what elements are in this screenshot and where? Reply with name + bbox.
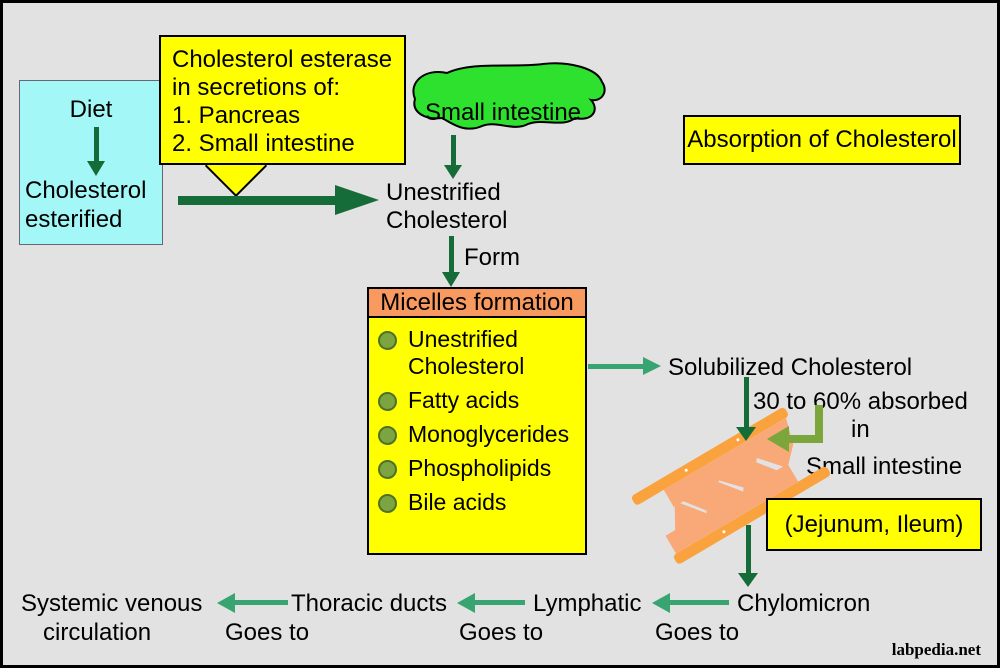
- watermark: labpedia.net: [891, 640, 981, 659]
- arrow-head: [457, 593, 475, 613]
- list-item: Phospholipids: [378, 455, 585, 482]
- absorption-title: Absorption of Cholesterol: [687, 126, 957, 153]
- arrow-head: [767, 426, 789, 452]
- unestrified-line1: Unestrified: [386, 179, 501, 206]
- arrow-shaft: [94, 127, 99, 161]
- arrow-shaft: [746, 525, 751, 573]
- cholesterol-esterase-callout: Cholesterol esterase in secretions of: 1…: [159, 35, 406, 165]
- list-item: Bile acids: [378, 489, 585, 516]
- arrow-head: [736, 427, 756, 441]
- arrow-shaft: [588, 364, 643, 369]
- micelles-header: Micelles formation: [367, 287, 587, 318]
- micelles-list-box: Unestrified Cholesterol Fatty acids Mono…: [367, 316, 587, 555]
- absorbed-in-label: in: [851, 416, 870, 443]
- arrow-shaft: [451, 135, 456, 165]
- bullet-icon: [378, 494, 397, 513]
- arrow-shaft: [235, 600, 288, 605]
- arrow-head: [217, 593, 235, 613]
- blob-shape: [412, 62, 606, 130]
- goes-to-label: Goes to: [459, 619, 544, 646]
- callout-line3: 1. Pancreas: [172, 102, 301, 129]
- small-intestine-location-label: Small intestine: [806, 453, 963, 480]
- micelles-header-label: Micelles formation: [380, 289, 574, 316]
- arrow-shaft: [744, 377, 749, 427]
- arrow-head: [442, 272, 460, 287]
- absorption-title-box: Absorption of Cholesterol: [683, 115, 961, 165]
- goes-to-label: Goes to: [655, 619, 740, 646]
- bullet-icon: [378, 331, 397, 350]
- goes-to-label: Goes to: [225, 619, 310, 646]
- arrow-head: [652, 593, 670, 613]
- list-item: Unestrified Cholesterol: [378, 326, 585, 380]
- diet-title: Diet: [69, 96, 113, 123]
- arrow-head: [335, 185, 379, 215]
- arrow-shaft: [670, 600, 729, 605]
- arrow-head: [87, 161, 105, 176]
- list-item-label: Fatty acids: [408, 387, 520, 413]
- arrow-shaft: [475, 600, 525, 605]
- diet-box: Diet Cholesterol esterified: [19, 80, 163, 245]
- list-item: Fatty acids: [378, 387, 585, 414]
- bullet-icon: [378, 392, 397, 411]
- arrow-shaft: [449, 236, 454, 272]
- arrow-shaft: [789, 435, 819, 443]
- sparkle-dot: [684, 468, 689, 473]
- jejunum-ileum-box: (Jejunum, Ileum): [766, 498, 982, 551]
- systemic-line1: Systemic venous: [21, 590, 203, 617]
- absorbed-label: 30 to 60% absorbed: [753, 388, 968, 415]
- arrow-head: [738, 573, 758, 587]
- small-intestine-blob: [412, 62, 606, 130]
- arrow-head: [643, 357, 661, 375]
- arrow-shaft: [178, 196, 335, 205]
- chylomicron-label: Chylomicron: [737, 590, 871, 617]
- form-label: Form: [464, 244, 520, 271]
- callout-line1: Cholesterol esterase: [172, 46, 393, 73]
- jejunum-ileum-label: (Jejunum, Ileum): [784, 511, 964, 538]
- list-item-label: Bile acids: [408, 489, 507, 515]
- unestrified-line2: Cholesterol: [386, 207, 508, 234]
- callout-line4: 2. Small intestine: [172, 130, 355, 157]
- list-item-label: Unestrified Cholesterol: [408, 326, 525, 379]
- callout-line2: in secretions of:: [172, 74, 341, 101]
- list-item-label: Monoglycerides: [408, 421, 570, 447]
- lymphatic-label: Lymphatic: [533, 590, 642, 617]
- blob-label: Small intestine: [424, 99, 582, 126]
- sparkle-dot: [721, 529, 726, 534]
- solubilized-label: Solubilized Cholesterol: [668, 354, 913, 381]
- diet-body-line1: Cholesterol: [25, 177, 147, 204]
- list-item-label: Phospholipids: [408, 455, 552, 481]
- arrow-head: [444, 165, 462, 179]
- bullet-icon: [378, 460, 397, 479]
- diet-body-line2: esterified: [25, 206, 123, 233]
- arrow-shaft: [815, 405, 823, 443]
- thoracic-label: Thoracic ducts: [291, 590, 448, 617]
- bullet-icon: [378, 426, 397, 445]
- list-item: Monoglycerides: [378, 421, 585, 448]
- systemic-line2: circulation: [43, 619, 152, 646]
